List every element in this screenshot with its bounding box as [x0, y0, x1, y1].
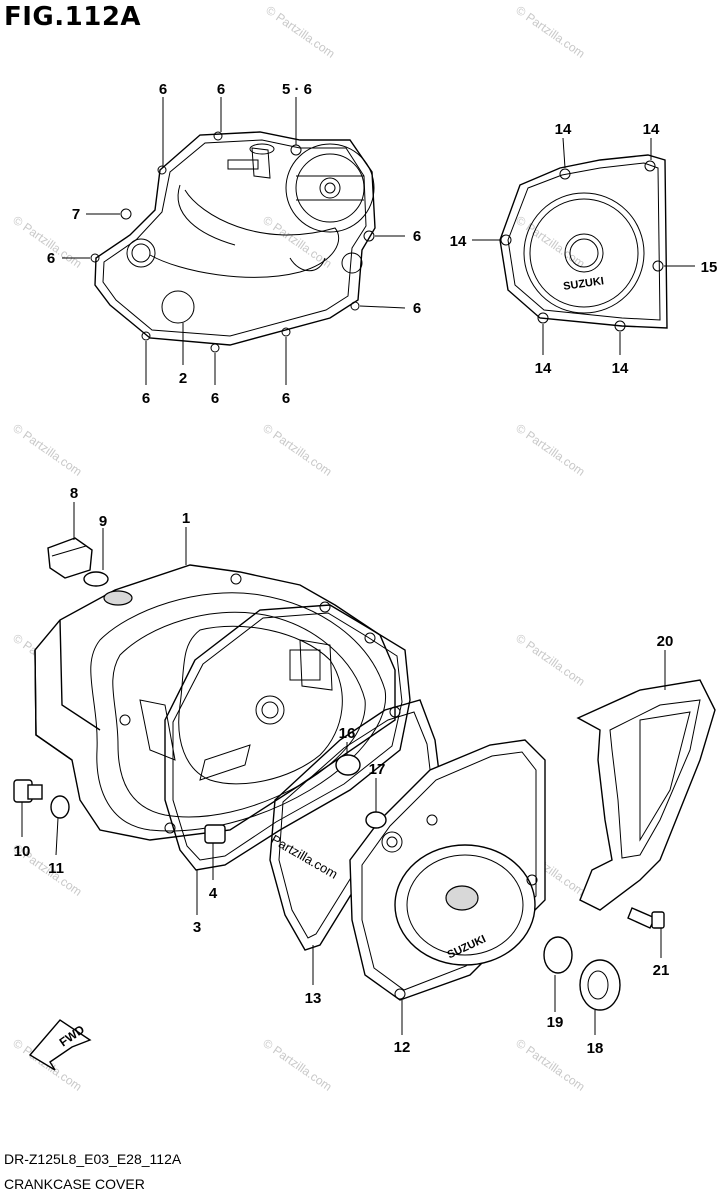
- magneto-cover: SUZUKI: [349, 739, 546, 1001]
- callout-6: 6: [142, 390, 150, 407]
- callout-6: 6: [47, 250, 55, 267]
- magneto-cover-logo: SUZUKI: [562, 275, 604, 293]
- callout-19: 19: [547, 1014, 564, 1031]
- watermark: © Partzilla.com: [260, 1036, 334, 1094]
- sprocket-cover: [576, 679, 716, 911]
- watermark: © Partzilla.com: [263, 3, 337, 61]
- callout-5-6: 5 · 6: [282, 81, 312, 98]
- model-code: DR-Z125L8_E03_E28_112A: [4, 1151, 182, 1167]
- cover-bolt: [627, 907, 665, 929]
- drain-bolt: [13, 779, 43, 803]
- callout-1: 1: [182, 510, 190, 527]
- crankcase-half: [34, 564, 401, 841]
- washer: [50, 795, 70, 819]
- callout-2: 2: [179, 370, 187, 387]
- callout-17: 17: [369, 761, 386, 778]
- section-name: CRANKCASE COVER: [4, 1176, 145, 1192]
- watermark: © Partzilla.com: [10, 421, 84, 479]
- callout-12: 12: [394, 1039, 411, 1056]
- callout-6: 6: [211, 390, 219, 407]
- callout-18: 18: [587, 1040, 604, 1057]
- magneto-cover-gasket-view: SUZUKI: [499, 154, 668, 332]
- callout-10: 10: [14, 843, 31, 860]
- o-ring: [543, 936, 573, 974]
- callout-6: 6: [217, 81, 225, 98]
- watermark: © Partzilla.com: [260, 421, 334, 479]
- callout-13: 13: [305, 990, 322, 1007]
- callout-11: 11: [48, 860, 64, 877]
- callout-15: 15: [701, 259, 718, 276]
- callout-21: 21: [653, 962, 670, 979]
- callout-3: 3: [193, 919, 201, 936]
- callout-14: 14: [612, 360, 629, 377]
- o-ring: [365, 811, 387, 829]
- inspection-plug: [579, 959, 621, 1011]
- watermark: © Partzilla.com: [513, 1036, 587, 1094]
- callout-6: 6: [282, 390, 290, 407]
- callout-7: 7: [72, 206, 80, 223]
- callout-6: 6: [413, 228, 421, 245]
- callout-16: 16: [339, 725, 356, 742]
- callout-labels: 6 6 5 · 6 7 6 6 6 2 6 6 6 14 14 14 15 14…: [14, 81, 718, 1057]
- watermark: © Partzilla.com: [513, 421, 587, 479]
- oil-filler-cap: [47, 537, 93, 579]
- callout-8: 8: [70, 485, 78, 502]
- callout-14: 14: [643, 121, 660, 138]
- o-ring: [83, 571, 109, 587]
- callout-6: 6: [159, 81, 167, 98]
- timing-plug: [335, 754, 361, 776]
- watermark: © Partzilla.com: [513, 3, 587, 61]
- dowel-pin: [204, 824, 226, 844]
- callout-14: 14: [535, 360, 552, 377]
- clutch-cover-gasket-view: [90, 131, 376, 353]
- leader-lines: [21, 97, 695, 1035]
- callout-14: 14: [555, 121, 572, 138]
- watermark: © Partzilla.com: [513, 631, 587, 689]
- callout-20: 20: [657, 633, 674, 650]
- callout-6: 6: [413, 300, 421, 317]
- callout-9: 9: [99, 513, 107, 530]
- crankcase-gasket: [164, 604, 411, 871]
- callout-4: 4: [209, 885, 218, 902]
- callout-14: 14: [450, 233, 467, 250]
- figure-title: FIG.112A: [4, 2, 142, 32]
